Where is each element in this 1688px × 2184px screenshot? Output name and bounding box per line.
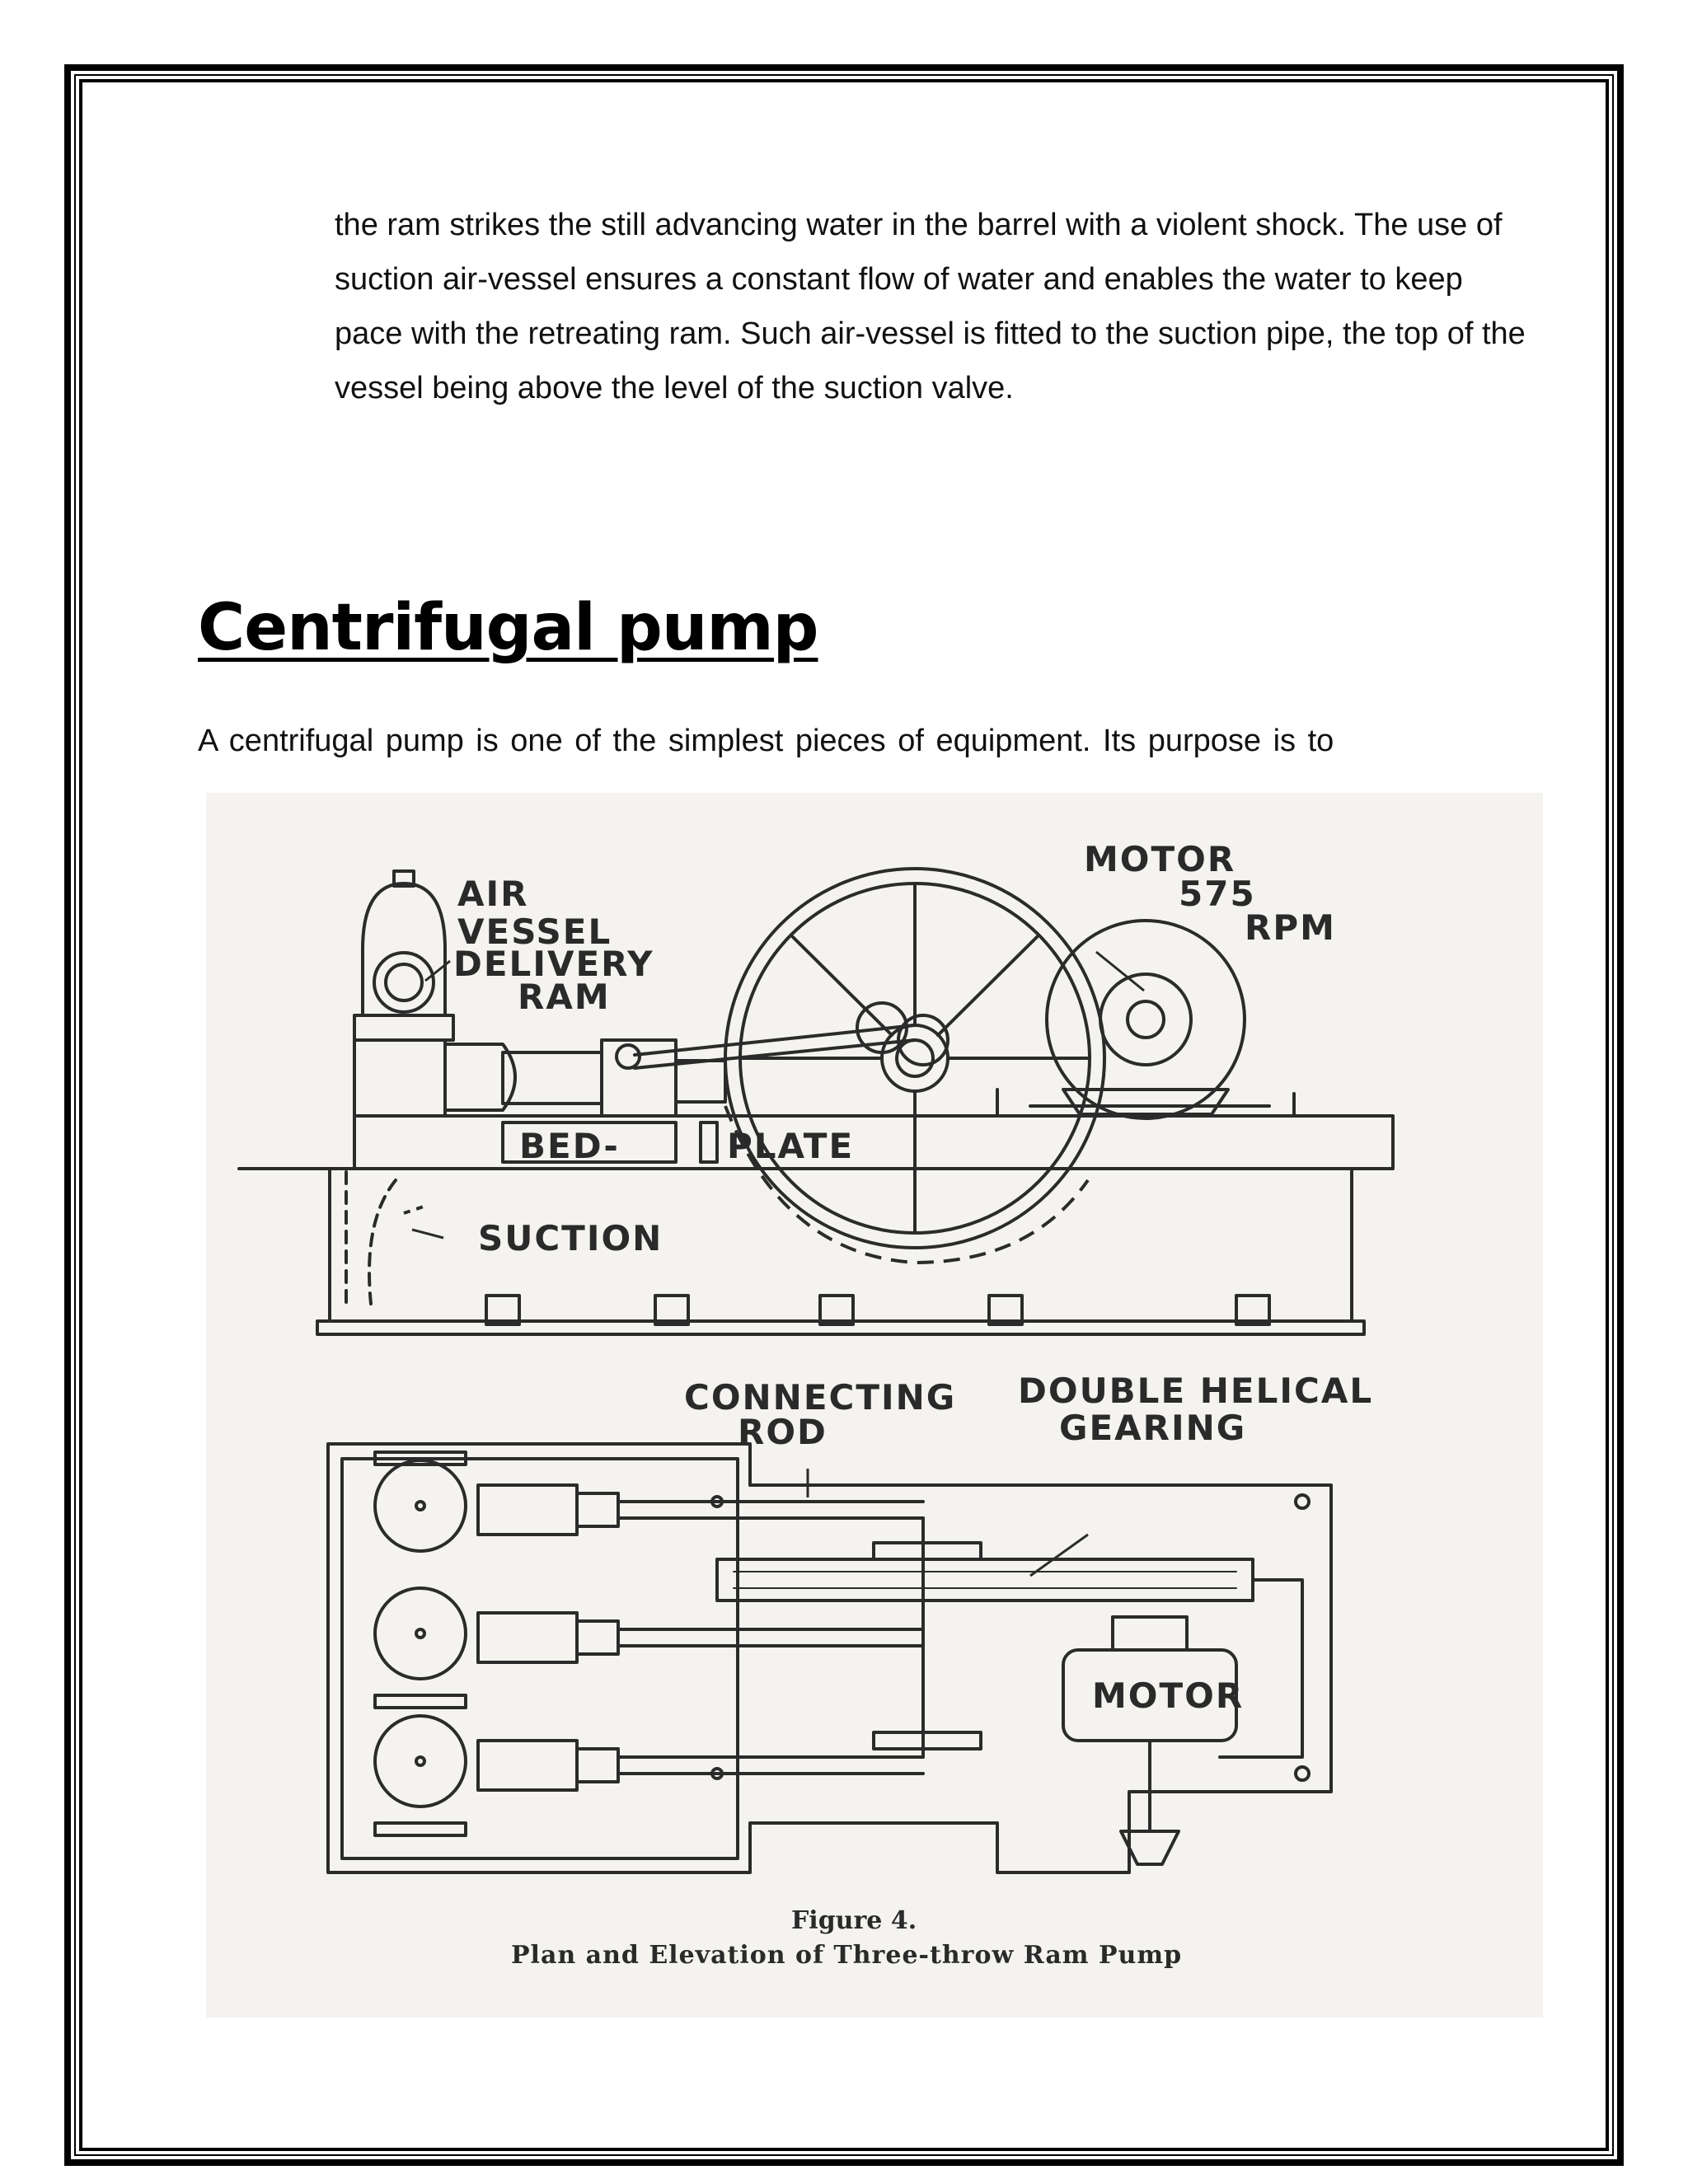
bed-plate [353, 1114, 1395, 1170]
label-gearing: GEARING [1059, 1408, 1246, 1448]
label-motor-elevation: MOTOR [1084, 839, 1236, 879]
figure-caption: Plan and Elevation of Three-throw Ram Pu… [511, 1941, 1182, 1970]
paragraph-air-vessel: the ram strikes the still advancing wate… [335, 208, 1526, 405]
flywheel [724, 867, 1106, 1249]
label-ram: RAM [518, 977, 611, 1017]
section-heading: Centrifugal pump [198, 591, 818, 665]
plan-outline [326, 1442, 1333, 1874]
leader-suction [411, 1228, 444, 1240]
leader-delivery [424, 959, 451, 982]
ram [443, 1043, 517, 1112]
figure-number: Figure 4. [791, 1906, 917, 1935]
label-air: AIR [457, 874, 528, 914]
motor-elevation [1045, 919, 1246, 1120]
label-rpm: RPM [1245, 907, 1336, 948]
label-plate: PLATE [727, 1126, 854, 1166]
label-rpm-value: 575 [1179, 874, 1256, 914]
connecting-rod-plan-2 [617, 1628, 925, 1647]
pump-barrel-2 [373, 1586, 467, 1680]
connecting-rod-elevation [633, 1024, 917, 1070]
label-delivery: DELIVERY [453, 944, 654, 984]
label-rod: ROD [738, 1412, 828, 1452]
leader-gearing [1029, 1533, 1089, 1577]
page-border-middle [74, 74, 1614, 2156]
label-motor-plan: MOTOR [1092, 1675, 1244, 1716]
label-suction: SUCTION [478, 1218, 663, 1258]
label-vessel: VESSEL [457, 912, 612, 952]
page-border-inner [79, 79, 1609, 2151]
page-border-outer [64, 64, 1624, 2166]
label-connecting: CONNECTING [684, 1377, 956, 1418]
label-double-helical: DOUBLE HELICAL [1018, 1371, 1373, 1411]
pump-barrel-1 [373, 1459, 467, 1553]
label-bed: BED- [519, 1126, 620, 1166]
pump-barrel-3 [373, 1714, 467, 1808]
figure-drawing: AIR VESSEL DELIVERY RAM BED- PLATE SUCTI… [237, 839, 1395, 1970]
connecting-rod-plan-3 [617, 1755, 925, 1775]
leader-motor [1095, 950, 1145, 992]
helical-gear [715, 1558, 1254, 1602]
delivery-port [373, 951, 435, 1014]
foundation-base [316, 1319, 1366, 1336]
figure-ram-pump: AIR VESSEL DELIVERY RAM BED- PLATE SUCTI… [206, 793, 1543, 2018]
air-vessel [361, 882, 447, 1017]
connecting-rod-plan-1 [617, 1500, 925, 1520]
paragraph-centrifugal-intro: A centrifugal pump is one of the simples… [198, 724, 1334, 758]
